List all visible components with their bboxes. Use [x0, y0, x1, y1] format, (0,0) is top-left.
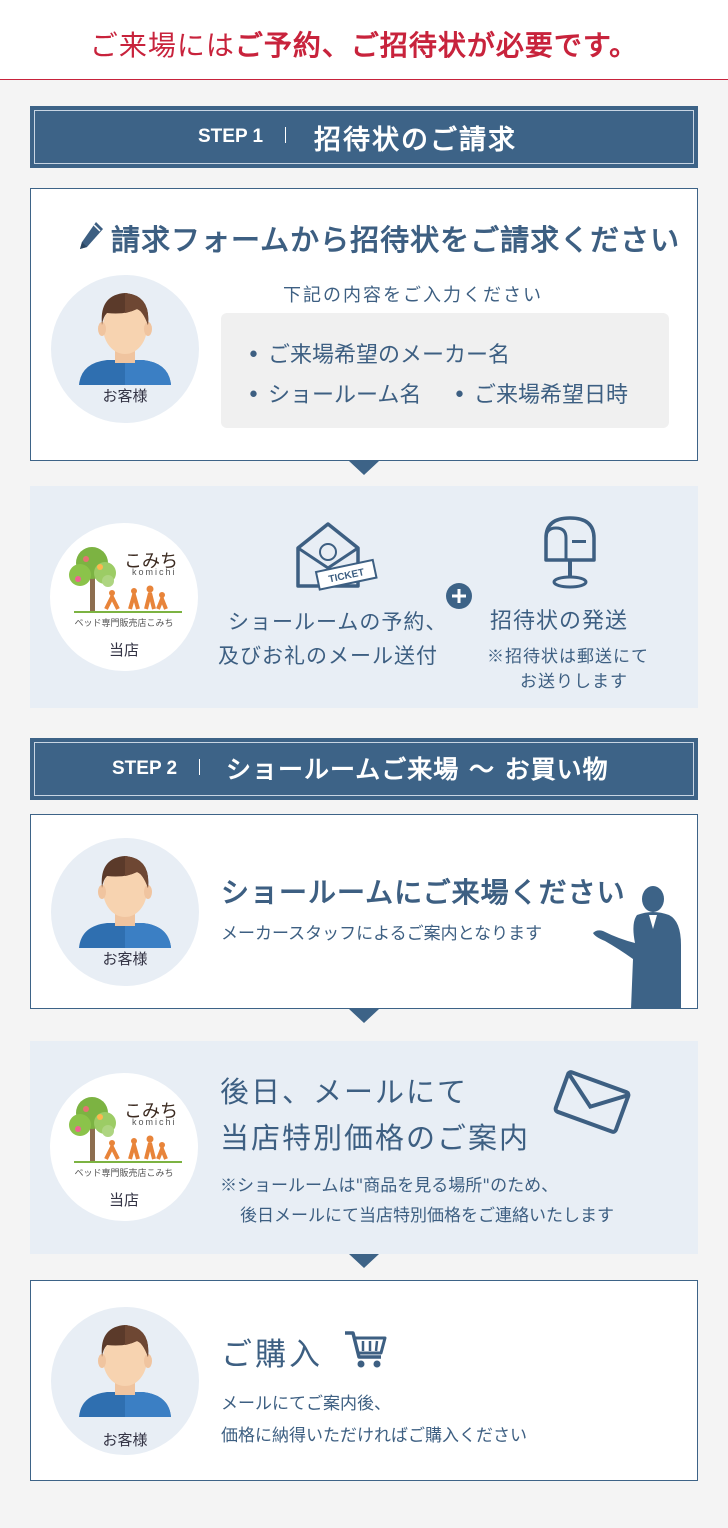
step1-number: STEP 1 — [198, 126, 264, 147]
step2-number: STEP 2 — [112, 758, 178, 779]
customer-person-icon — [79, 856, 171, 948]
avatar-label: お客様 — [102, 1432, 148, 1449]
logo-name: こみち — [124, 1101, 178, 1122]
flow-arrow — [349, 461, 379, 475]
komichi-logo — [69, 547, 182, 613]
step-separator — [199, 757, 201, 777]
mailbox-icon — [544, 516, 596, 589]
avatar-label: 当店 — [108, 642, 139, 659]
mail-note-line2: 後日メールにて当店特別価格をご連絡いたします — [240, 1206, 614, 1226]
request-items-box: ご来場希望のメーカー名 ショールーム名 ご来場希望日時 — [221, 313, 669, 428]
avatar-label: お客様 — [102, 951, 148, 968]
step-separator — [285, 125, 287, 145]
logo-roman: komichi — [132, 1117, 177, 1127]
step-bar-frame — [34, 110, 694, 164]
page-header: ご来場にはご予約、ご招待状が必要です。 — [0, 0, 728, 80]
mail-heading-line2: 当店特別価格のご案内 — [220, 1121, 531, 1155]
businessman-silhouette — [593, 886, 681, 1009]
plus-icon — [446, 583, 472, 609]
reservation-line1: ショールームの予約、 — [228, 610, 448, 634]
send-title: 招待状の発送 — [490, 609, 629, 634]
flow-arrow — [349, 1254, 379, 1268]
customer-avatar: お客様 — [51, 275, 199, 423]
title-prefix: ご来場には — [89, 29, 235, 62]
envelope-icon — [553, 1070, 631, 1134]
store-panel: こみち komichi ベッド専門販売店こみち 当店 TICKET ショールーム… — [30, 486, 698, 708]
mail-heading-line1: 後日、メールにて — [220, 1075, 469, 1109]
request-item: ご来場希望のメーカー名 — [247, 337, 510, 369]
flow-arrow — [349, 1009, 379, 1023]
step1-bar: STEP 1 招待状のご請求 — [30, 106, 698, 168]
step2-title: ショールームご来場 ～ お買い物 — [226, 755, 609, 784]
purchase-sub-line2: 価格に納得いただければご購入ください — [221, 1426, 527, 1446]
request-intro: 下記の内容をご入力ください — [283, 285, 543, 306]
send-note-line1: ※招待状は郵送にて — [487, 647, 649, 667]
step-bar-frame — [34, 742, 694, 796]
pencil-icon — [80, 222, 103, 249]
step2-bar: STEP 2 ショールームご来場 ～ お買い物 — [30, 738, 698, 800]
request-heading: 請求フォームから招待状をご請求ください — [111, 223, 681, 257]
logo-name: こみち — [124, 551, 178, 572]
avatar-label: 当店 — [108, 1192, 139, 1209]
customer-avatar: お客様 — [51, 1307, 199, 1455]
avatar-label: お客様 — [102, 388, 148, 405]
customer-avatar: お客様 — [51, 838, 199, 986]
visit-heading: ショールームにご来場ください — [221, 876, 626, 909]
customer-person-icon — [79, 293, 171, 385]
send-note-line2: お送りします — [520, 672, 628, 692]
mail-note-line1: ※ショールームは"商品を見る場所"のため、 — [220, 1176, 559, 1196]
visit-card: お客様 ショールームにご来場ください メーカースタッフによるご案内となります — [30, 814, 698, 1009]
mail-panel: こみち komichi ベッド専門販売店こみち 当店 後日、メールにて 当店特別… — [30, 1041, 698, 1254]
request-item: ショールーム名 — [247, 377, 421, 409]
reservation-line2: 及びお礼のメール送付 — [218, 644, 438, 668]
purchase-sub-line1: メールにてご案内後、 — [221, 1394, 391, 1414]
request-card: 請求フォームから招待状をご請求ください お客様 下記の内容をご入力ください ご来… — [30, 188, 698, 461]
store-logo-avatar: こみち komichi ベッド専門販売店こみち 当店 — [50, 1073, 198, 1221]
request-item: ご来場希望日時 — [453, 377, 628, 409]
cart-icon — [345, 1331, 387, 1368]
logo-caption: ベッド専門販売店こみち — [74, 618, 174, 628]
customer-person-icon — [79, 1325, 171, 1417]
page-title: ご来場にはご予約、ご招待状が必要です。 — [0, 24, 728, 64]
purchase-heading: ご購入 — [221, 1337, 323, 1373]
purchase-card: お客様 ご購入 メールにてご案内後、 価格に納得いただければご購入ください — [30, 1280, 698, 1481]
komichi-logo — [69, 1097, 182, 1163]
logo-caption: ベッド専門販売店こみち — [74, 1168, 174, 1178]
logo-roman: komichi — [132, 567, 177, 577]
step1-title: 招待状のご請求 — [314, 125, 517, 156]
ticket-envelope-icon: TICKET — [296, 522, 378, 591]
store-logo-avatar: こみち komichi ベッド専門販売店こみち 当店 — [50, 523, 198, 671]
visit-sub: メーカースタッフによるご案内となります — [221, 924, 543, 944]
title-emphasis: ご予約、ご招待状が必要です。 — [234, 29, 639, 62]
